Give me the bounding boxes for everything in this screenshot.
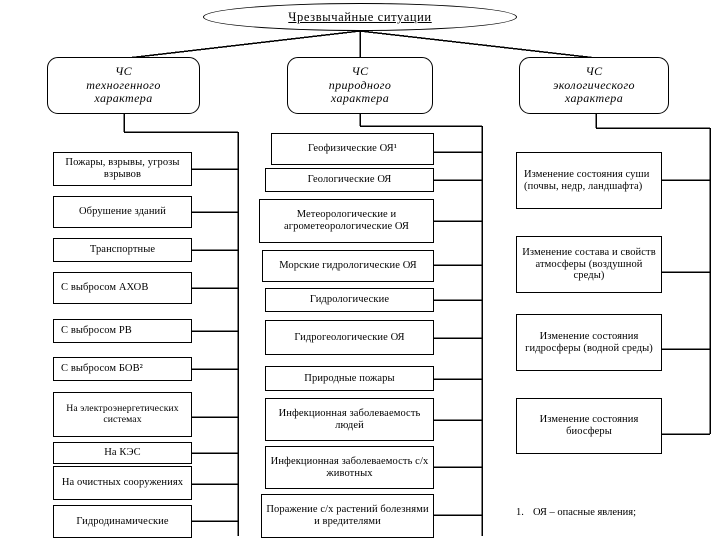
leaf-ecological-1[interactable]: Изменение состава и свойств атмосферы (в… <box>516 236 662 293</box>
leaf-technogenic-5-label: С выбросом БОВ² <box>61 363 143 375</box>
leaf-technogenic-6-label: На электроэнергетических системах <box>66 402 179 425</box>
category-ecological-label: ЧС экологического характера <box>520 64 668 106</box>
leaf-natural-9-label: Поражение с/х растений болезнями и вреди… <box>266 504 429 527</box>
leaf-ecological-0-label: Изменение состояния суши (почвы, недр, л… <box>524 168 650 192</box>
leaf-natural-4[interactable]: Гидрологические <box>265 288 434 312</box>
legend-item-1-text: ОЯ – опасные явления; <box>533 507 637 519</box>
leaf-natural-3-label: Морские гидрологические ОЯ <box>279 260 417 272</box>
leaf-technogenic-8-label: На очистных сооружениях <box>61 477 184 489</box>
root-node-emergency-situations[interactable]: Чрезвычайные ситуации <box>203 3 517 31</box>
leaf-technogenic-6[interactable]: На электроэнергетических системах <box>53 392 192 437</box>
leaf-natural-9[interactable]: Поражение с/х растений болезнями и вреди… <box>261 494 434 538</box>
category-natural[interactable]: ЧС природного характера <box>287 57 433 114</box>
category-natural-line2: природного <box>328 77 392 92</box>
category-natural-line1: ЧС <box>351 64 369 79</box>
leaf-technogenic-7[interactable]: На КЭС <box>53 442 192 464</box>
leaf-natural-8[interactable]: Инфекционная заболеваемость с/х животных <box>265 446 434 489</box>
leaf-ecological-2-label: Изменение состояния гидросферы (водной с… <box>525 330 653 354</box>
leaf-technogenic-4[interactable]: С выбросом РВ <box>53 319 192 343</box>
leaf-natural-2[interactable]: Метеорологические и агрометеорологически… <box>259 199 434 243</box>
category-ecological[interactable]: ЧС экологического характера <box>519 57 669 114</box>
leaf-technogenic-8[interactable]: На очистных сооружениях <box>53 466 192 500</box>
leaf-technogenic-9[interactable]: Гидродинамические <box>53 505 192 538</box>
leaf-natural-2-label: Метеорологические и агрометеорологически… <box>284 209 409 232</box>
leaf-ecological-0[interactable]: Изменение состояния суши (почвы, недр, л… <box>516 152 662 209</box>
leaf-natural-5[interactable]: Гидрогеологические ОЯ <box>265 320 434 355</box>
leaf-ecological-3[interactable]: Изменение состояния биосферы <box>516 398 662 454</box>
legend-item-1-number: 1. <box>516 507 524 519</box>
category-ecological-line1: ЧС <box>585 64 603 79</box>
leaf-technogenic-7-label: На КЭС <box>104 447 141 459</box>
leaf-natural-7-label: Инфекционная заболеваемость людей <box>278 407 421 431</box>
category-natural-line3: характера <box>330 91 390 106</box>
leaf-natural-0[interactable]: Геофизические ОЯ¹ <box>271 133 434 165</box>
leaf-technogenic-0[interactable]: Пожары, взрывы, угрозы взрывов <box>53 152 192 186</box>
leaf-technogenic-9-label: Гидродинамические <box>76 515 169 527</box>
legend-footnotes: 1.ОЯ – опасные явления; 2.БОВ – боевые о… <box>516 478 716 540</box>
leaf-ecological-3-label: Изменение состояния биосферы <box>539 414 639 437</box>
leaf-natural-5-label: Гидрогеологические ОЯ <box>294 331 405 343</box>
legend-item-1: 1. ОЯ – опасные явления; <box>516 506 716 520</box>
leaf-ecological-2[interactable]: Изменение состояния гидросферы (водной с… <box>516 314 662 371</box>
leaf-natural-6[interactable]: Природные пожары <box>265 366 434 391</box>
leaf-natural-1[interactable]: Геологические ОЯ <box>265 168 434 192</box>
leaf-technogenic-3-label: С выбросом АХОВ <box>61 282 149 294</box>
leaf-technogenic-3[interactable]: С выбросом АХОВ <box>53 272 192 304</box>
leaf-natural-1-label: Геологические ОЯ <box>307 174 392 186</box>
category-ecological-line2: экологического <box>553 77 635 92</box>
leaf-technogenic-5[interactable]: С выбросом БОВ² <box>53 357 192 381</box>
category-natural-label: ЧС природного характера <box>288 64 432 106</box>
leaf-natural-7[interactable]: Инфекционная заболеваемость людей <box>265 398 434 441</box>
leaf-technogenic-1-label: Обрушение зданий <box>79 206 166 218</box>
leaf-technogenic-0-label: Пожары, взрывы, угрозы взрывов <box>65 157 180 180</box>
leaf-ecological-1-label: Изменение состава и свойств атмосферы (в… <box>522 246 656 282</box>
leaf-technogenic-2-label: Транспортные <box>89 244 156 256</box>
leaf-technogenic-4-label: С выбросом РВ <box>61 325 132 337</box>
category-technogenic[interactable]: ЧС техногенного характера <box>47 57 200 114</box>
root-label: Чрезвычайные ситуации <box>288 10 432 24</box>
leaf-natural-0-label: Геофизические ОЯ¹ <box>308 143 397 155</box>
category-technogenic-line1: ЧС <box>114 64 133 79</box>
leaf-natural-8-label: Инфекционная заболеваемость с/х животных <box>270 455 429 479</box>
leaf-natural-6-label: Природные пожары <box>304 372 395 384</box>
category-technogenic-line2: техногенного <box>86 77 161 92</box>
leaf-technogenic-1[interactable]: Обрушение зданий <box>53 196 192 228</box>
category-technogenic-label: ЧС техногенного характера <box>48 64 199 106</box>
category-technogenic-line3: характера <box>94 91 153 106</box>
leaf-natural-4-label: Гидрологические <box>309 294 390 306</box>
leaf-technogenic-2[interactable]: Транспортные <box>53 238 192 262</box>
category-ecological-line3: характера <box>564 91 624 106</box>
leaf-natural-3[interactable]: Морские гидрологические ОЯ <box>262 250 434 282</box>
